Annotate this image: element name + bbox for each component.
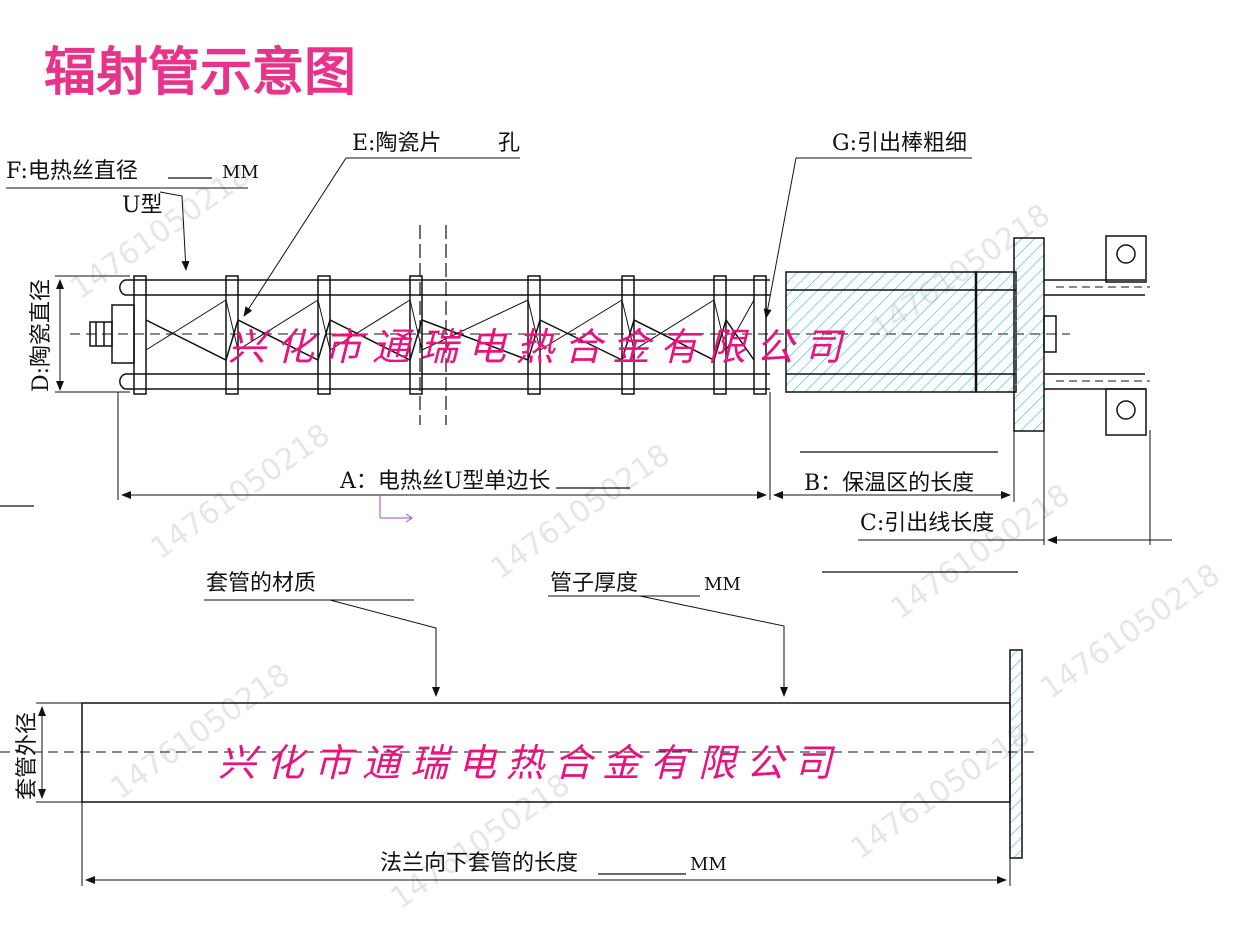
watermark: 14761050218 [485, 437, 677, 586]
watermark: 14761050218 [385, 767, 577, 916]
company-stamp-lower: 兴化市通瑞电热合金有限公司 [218, 741, 842, 785]
label-thickness: 管子厚度 [550, 571, 638, 596]
spiral-wire [145, 318, 755, 362]
label-a: A：电热丝U型单边长 [339, 469, 550, 494]
watermark: 14761050218 [885, 477, 1077, 626]
cursor-mark [379, 496, 413, 523]
label-d: D:陶瓷直径 [29, 279, 54, 392]
label-thickness-unit: MM [704, 574, 741, 595]
heater-drawing [0, 157, 1172, 573]
sleeve-labels: 套管的材质 管子厚度 MM 套管外径 法兰向下套管的长度 MM [15, 571, 741, 876]
diagram-title: 辐射管示意图 [44, 43, 356, 103]
label-c: C:引出线长度 [860, 511, 994, 536]
watermark: 14761050218 [145, 417, 337, 566]
label-e-hole: 孔 [498, 131, 520, 156]
ceramic-discs [133, 275, 767, 395]
label-e: E:陶瓷片 [352, 131, 441, 156]
watermark: 14761050218 [1035, 557, 1227, 706]
label-f: F:电热丝直径 [6, 159, 138, 184]
label-u: U型 [122, 193, 163, 218]
label-length: 法兰向下套管的长度 [380, 851, 578, 876]
label-od: 套管外径 [15, 712, 40, 800]
sleeve-drawing [0, 595, 1040, 886]
watermark: 14761050218 [845, 717, 1037, 866]
label-f-unit: MM [222, 162, 259, 183]
label-material: 套管的材质 [206, 571, 316, 596]
label-b: B：保温区的长度 [804, 471, 974, 496]
company-stamp-upper: 兴化市通瑞电热合金有限公司 [228, 325, 852, 369]
label-length-unit: MM [690, 854, 727, 875]
label-g: G:引出棒粗细 [832, 131, 967, 156]
heater-labels: F:电热丝直径 MM U型 E:陶瓷片 孔 G:引出棒粗细 D:陶瓷直径 A：电… [6, 131, 994, 536]
